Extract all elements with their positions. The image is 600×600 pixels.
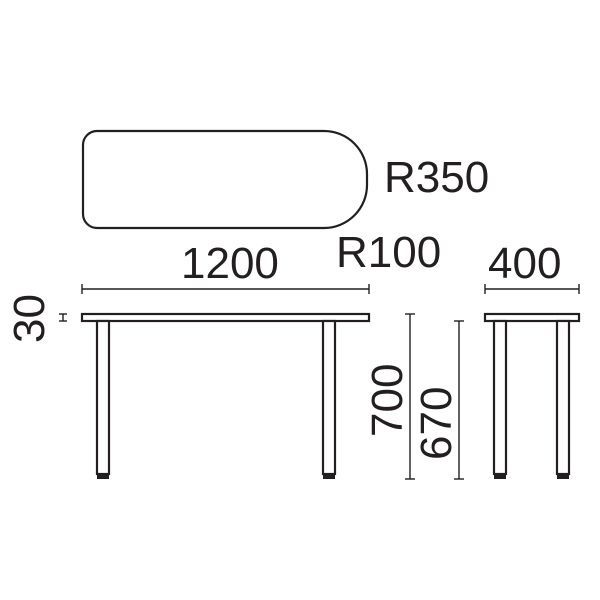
tabletop-plan-outline — [81, 129, 369, 230]
side-foot-right — [557, 474, 569, 479]
side-foot-left — [494, 474, 506, 479]
radius-large-label: R350 — [384, 153, 489, 202]
height-under-dimension — [454, 320, 464, 480]
front-leg-left — [95, 319, 111, 476]
height-total-label: 700 — [363, 364, 412, 437]
top-thickness-dimension — [59, 313, 67, 322]
top-thickness-label: 30 — [5, 294, 54, 343]
front-tabletop — [80, 312, 371, 323]
side-leg-right — [555, 319, 571, 476]
height-total-dimension — [405, 313, 415, 480]
front-leg-right — [321, 319, 337, 476]
radius-small-label: R100 — [336, 228, 441, 277]
width-dimension — [81, 284, 370, 294]
depth-dimension — [484, 284, 580, 294]
width-label: 1200 — [181, 239, 279, 288]
height-under-label: 670 — [412, 387, 461, 460]
front-foot-left — [97, 474, 109, 479]
side-leg-left — [492, 319, 508, 476]
depth-label: 400 — [488, 239, 561, 288]
side-tabletop — [483, 312, 581, 323]
front-foot-right — [323, 474, 335, 479]
